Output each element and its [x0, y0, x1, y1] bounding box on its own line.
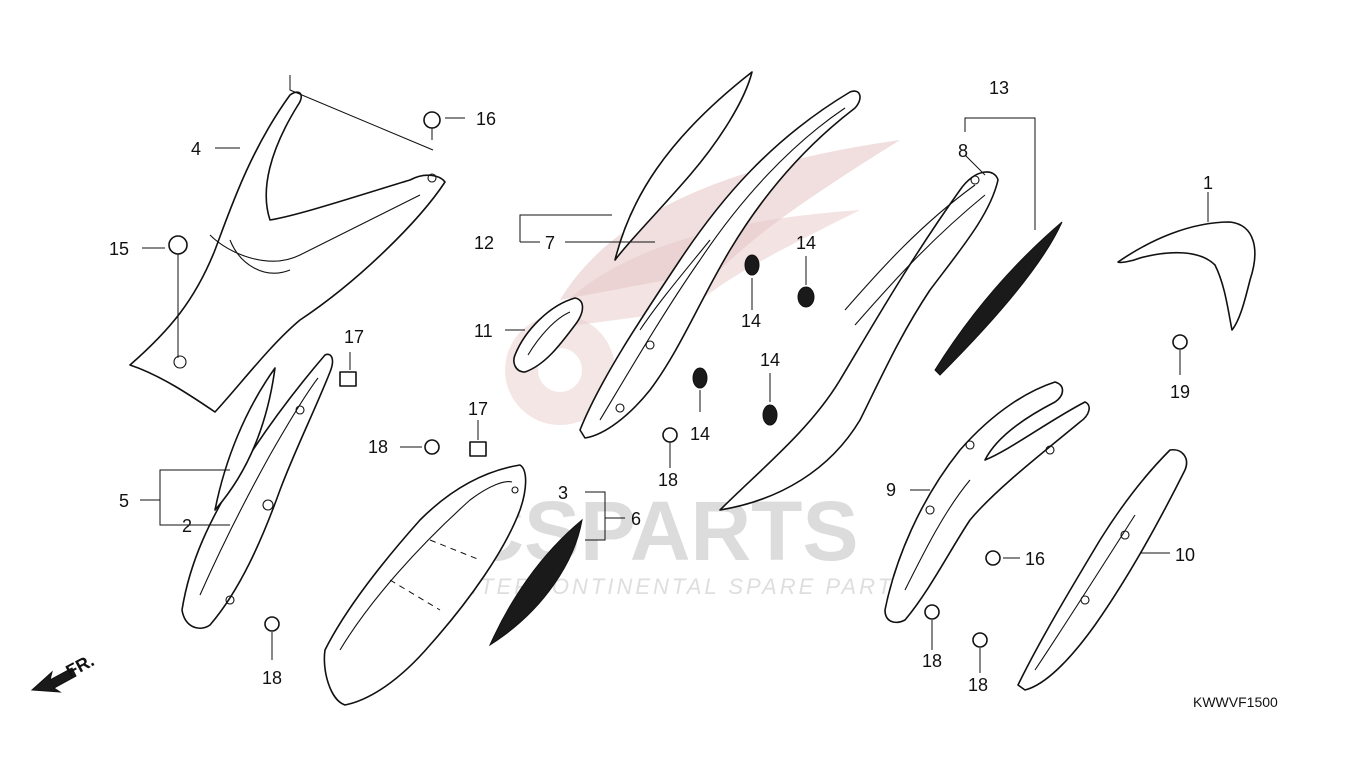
- callout-14-d: 14: [760, 350, 780, 370]
- callout-18-right-b: 18: [968, 675, 988, 695]
- screw-16-right: [985, 550, 1001, 566]
- diagram-code: KWWVF1500: [1193, 694, 1278, 710]
- front-direction-indicator: FR.: [30, 650, 97, 693]
- part-1-rear-cowl: [1117, 221, 1256, 331]
- screw-18-middle: [662, 427, 678, 443]
- grommet-14-c: [692, 367, 708, 389]
- part-12-upper-stripe: [614, 71, 753, 261]
- callout-10: 10: [1175, 545, 1195, 565]
- part-8-body-cover-rear: [719, 171, 999, 511]
- callout-16-right: 16: [1025, 549, 1045, 569]
- callout-13: 13: [989, 78, 1009, 98]
- callout-18-middle: 18: [658, 470, 678, 490]
- screw-18-left: [264, 616, 280, 632]
- callout-8: 8: [958, 141, 968, 161]
- callout-labels: 4 16 15 17 5 2 18 18 17 3 6 12 7 11 14 1…: [109, 78, 1213, 695]
- callout-9: 9: [886, 480, 896, 500]
- callout-12: 12: [474, 233, 494, 253]
- callout-17-left: 17: [344, 327, 364, 347]
- screw-18-right-a: [924, 604, 940, 620]
- callout-18-left: 18: [262, 668, 282, 688]
- front-arrow-icon: [30, 667, 77, 693]
- callout-5: 5: [119, 491, 129, 511]
- callout-14-b: 14: [796, 233, 816, 253]
- part-10-lower-side-cover: [1017, 448, 1188, 691]
- callout-15: 15: [109, 239, 129, 259]
- screw-18-right-b: [972, 632, 988, 648]
- leader-lines: [140, 75, 1209, 673]
- part-11-handle: [513, 297, 584, 373]
- callout-14-a: 14: [741, 311, 761, 331]
- callout-19: 19: [1170, 382, 1190, 402]
- screw-15: [168, 235, 188, 265]
- part-9-lower-cover: [884, 381, 1090, 624]
- part-5-stripe-left: [214, 367, 276, 511]
- callout-14-c: 14: [690, 424, 710, 444]
- fasteners: [168, 111, 1188, 648]
- callout-16-top: 16: [476, 109, 496, 129]
- part-3-floor-cover: [323, 464, 527, 706]
- callout-18-right-a: 18: [922, 651, 942, 671]
- clip-17-left: [339, 371, 357, 387]
- screw-19: [1172, 334, 1188, 350]
- screw-16-top: [423, 111, 441, 140]
- screw-18-center: [424, 439, 440, 455]
- part-6-floor-stripe: [488, 518, 583, 647]
- callout-2: 2: [182, 516, 192, 536]
- clip-17-center: [469, 441, 487, 457]
- callout-7: 7: [545, 233, 555, 253]
- callout-18-center: 18: [368, 437, 388, 457]
- part-4-inner-cover: [129, 91, 446, 413]
- callout-1: 1: [1203, 173, 1213, 193]
- callout-4: 4: [191, 139, 201, 159]
- part-13-rear-stripe: [934, 221, 1063, 376]
- grommet-14-b: [797, 286, 815, 308]
- callout-3: 3: [558, 483, 568, 503]
- callout-6: 6: [631, 509, 641, 529]
- callout-17-center: 17: [468, 399, 488, 419]
- part-7-body-cover: [579, 90, 861, 439]
- callout-11: 11: [474, 321, 493, 341]
- grommet-14-d: [762, 404, 778, 426]
- grommet-14-a: [744, 254, 760, 276]
